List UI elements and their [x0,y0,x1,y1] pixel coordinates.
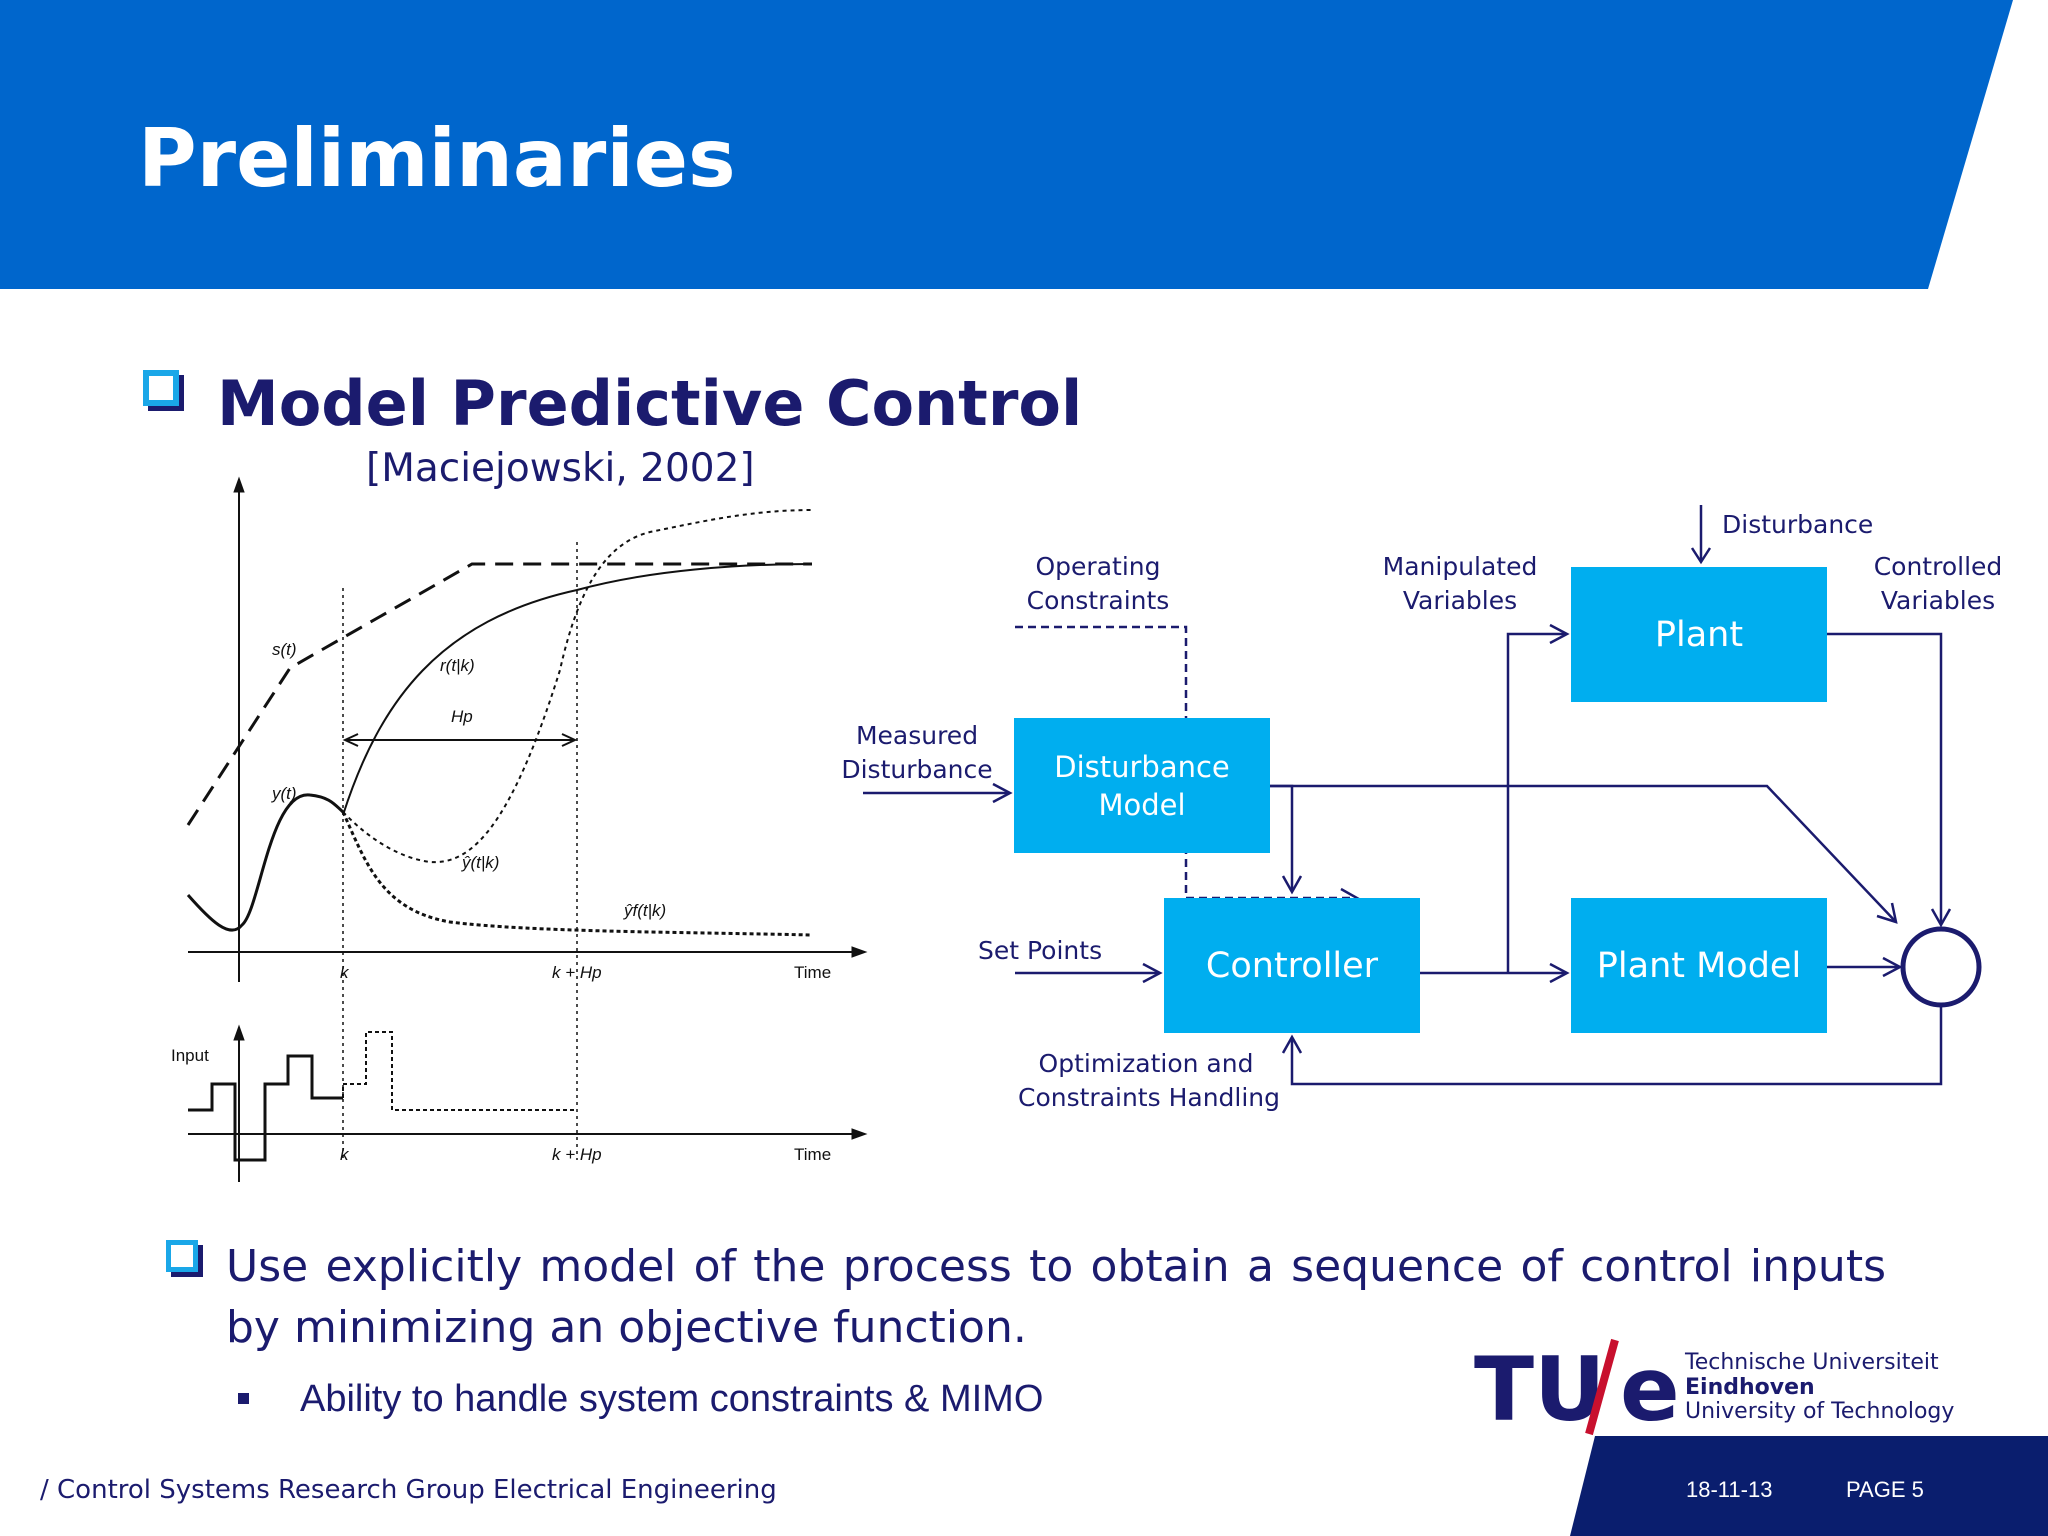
input-axis-label: Input [171,1046,209,1065]
plant-block: Plant [1571,567,1827,702]
hp-arrow-left-head [342,733,359,747]
future-input-steps [342,1031,577,1111]
controller-to-plant-line [1506,632,1567,973]
optimization-line1: Optimization and [1038,1049,1254,1078]
plant-to-sum-line [1827,632,1943,925]
feedback-line [1290,1005,1943,1086]
logo-line3: University of Technology [1685,1399,1955,1424]
setpoint-label: s(t) [272,640,297,659]
slide-title: Preliminaries [138,112,736,205]
set-points-arrow-head [1142,962,1163,984]
checkbox-bullet-icon [143,370,179,406]
hp-arrow-right-head [561,733,578,747]
set-points-label: Set Points [978,936,1103,965]
optimization-label: Optimization and Constraints Handling [1018,1047,1281,1115]
dm-to-sum-line [1270,784,1897,923]
controlled-variables-label: Controlled Variables [1866,550,2010,618]
disturbance-model-block: Disturbance Model [1014,718,1270,853]
lower-axis-k-label: k [340,1145,349,1164]
mpc-horizon-figure [186,476,868,1182]
upper-x-arrow [851,946,868,958]
setpoint-curve [186,562,812,826]
manipulated-variables-line1: Manipulated [1382,552,1538,581]
horizon-label: Hp [451,707,473,726]
lower-axis-time-label: Time [794,1145,832,1164]
square-bullet-icon [238,1393,249,1404]
sub-bullet-text: Ability to handle system constraints & M… [300,1378,1044,1420]
controller-to-plant-model-arrow-head [1549,962,1570,984]
output-label: y(t) [272,784,297,803]
page-number: PAGE 5 [1846,1477,1924,1502]
dm-to-sum-arrow-head [1876,902,1898,924]
dm-to-controller-line [1270,784,1294,892]
section-heading: Model Predictive Control [217,367,1083,440]
disturbance-label: Disturbance [1722,510,1874,539]
logo-line1: Technische Universiteit [1685,1350,1939,1375]
plant-model-to-sum-arrow-head [1882,956,1903,978]
header-band [0,0,2013,289]
predicted-output-label: ŷ(t|k) [462,853,500,872]
measured-disturbance-line1: Measured [855,721,979,750]
operating-constraints-line2: Constraints [1026,586,1170,615]
tue-logo-tu: TU [1474,1338,1605,1440]
controlled-variables-line1: Controlled [1873,552,2003,581]
controlled-variables-line2: Variables [1880,586,1996,615]
free-response-label: ŷf(t|k) [624,901,667,920]
reference-label: r(t|k) [440,656,475,675]
dm-to-controller-arrow-head [1281,875,1303,895]
checkbox-bullet-icon [166,1240,198,1272]
free-response-curve [341,811,813,937]
predicted-output-curve [342,509,813,864]
summing-junction [1900,926,1982,1008]
disturbance-arrow-head [1690,547,1712,565]
tue-logo-slash [1585,1338,1619,1436]
output-curve [186,793,344,932]
plant-model-block: Plant Model [1571,898,1827,1033]
operating-constraints-label: Operating Constraints [1018,550,1178,618]
reference-curve [342,563,813,816]
disturbance-model-line1: Disturbance [1054,749,1230,784]
citation: [Maciejowski, 2002] [366,446,755,491]
footer-date: 18-11-13 [1686,1477,1773,1502]
footer-text: / Control Systems Research Group Electri… [40,1475,777,1505]
disturbance-model-line2: Model [1098,787,1186,822]
upper-axis-time-label: Time [794,963,832,982]
controller-block: Controller [1164,898,1420,1033]
manipulated-variables-line2: Variables [1402,586,1518,615]
footer-band [1570,1436,2048,1536]
tue-logo-e: e [1620,1338,1680,1440]
operating-constraints-line1: Operating [1035,552,1161,581]
feedback-arrow-head [1281,1034,1303,1054]
plant-to-sum-arrow-head [1930,908,1952,928]
tue-logo-mark: TU e [1474,1338,1680,1440]
upper-axis-khp-label: k + Hp [552,963,602,982]
measured-disturbance-line2: Disturbance [841,755,993,784]
manipulated-variables-label: Manipulated Variables [1372,550,1548,618]
past-input-steps [188,1054,343,1162]
lower-x-arrow [851,1128,868,1140]
controller-to-plant-arrow-head [1549,623,1570,645]
optimization-line2: Constraints Handling [1018,1083,1281,1112]
main-bullet-text: Use explicitly model of the process to o… [226,1241,1886,1353]
measured-disturbance-label: Measured Disturbance [840,719,994,787]
lower-axis-khp-label: k + Hp [552,1145,602,1164]
upper-axis-k-label: k [340,963,349,982]
measured-disturbance-arrow-head [992,782,1013,804]
lower-y-arrow [233,1024,245,1041]
upper-y-arrow [233,476,245,493]
logo-line2: Eindhoven [1685,1375,1815,1400]
